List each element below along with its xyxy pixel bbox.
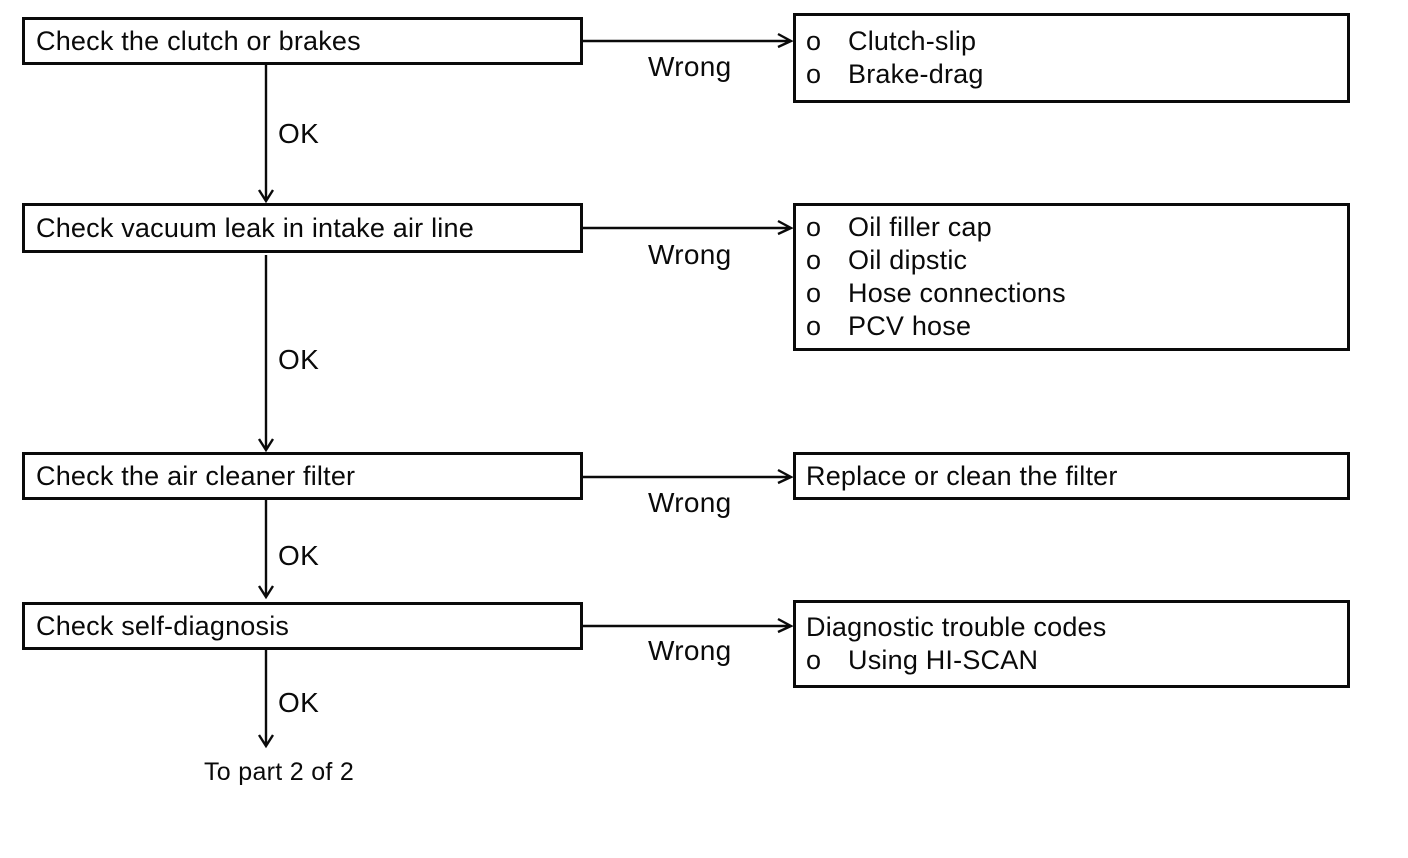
result-box-air-cleaner-filter: Replace or clean the filter bbox=[793, 452, 1350, 500]
result-item: o Clutch-slip bbox=[796, 25, 1347, 58]
ok-arrow-3 bbox=[257, 500, 275, 600]
result-item: Diagnostic trouble codes bbox=[796, 611, 1347, 644]
result-item-label: Using HI-SCAN bbox=[848, 645, 1039, 675]
wrong-label-4: Wrong bbox=[648, 635, 732, 666]
ok-arrow-4 bbox=[257, 650, 275, 749]
result-item: o Oil filler cap bbox=[796, 211, 1347, 244]
ok-label-3: OK bbox=[278, 540, 320, 571]
result-box-clutch-brakes: o Clutch-slip o Brake-drag bbox=[793, 13, 1350, 103]
ok-arrow-2 bbox=[257, 255, 275, 453]
wrong-arrow-4 bbox=[583, 617, 794, 634]
bullet-marker: o bbox=[806, 645, 822, 675]
result-item-label: Oil filler cap bbox=[848, 212, 992, 242]
wrong-label-2: Wrong bbox=[648, 239, 732, 270]
result-item-label: Brake-drag bbox=[848, 59, 984, 89]
result-item-label: Clutch-slip bbox=[848, 26, 977, 56]
ok-label-1: OK bbox=[278, 118, 320, 149]
ok-label-2: OK bbox=[278, 344, 320, 375]
bullet-marker: o bbox=[806, 59, 822, 89]
exit-label: To part 2 of 2 bbox=[204, 758, 355, 786]
wrong-arrow-3 bbox=[583, 468, 794, 485]
check-box-self-diagnosis: Check self-diagnosis bbox=[22, 602, 583, 650]
bullet-marker: o bbox=[806, 212, 822, 242]
result-item-label: Diagnostic trouble codes bbox=[806, 612, 1107, 642]
result-item-label: Hose connections bbox=[848, 278, 1066, 308]
bullet-marker: o bbox=[806, 311, 822, 341]
result-item-label: PCV hose bbox=[848, 311, 972, 341]
check-box-label: Check the air cleaner filter bbox=[36, 460, 356, 491]
wrong-arrow-2 bbox=[583, 219, 794, 236]
result-item: o Using HI-SCAN bbox=[796, 644, 1347, 677]
ok-label-4: OK bbox=[278, 687, 320, 718]
wrong-label-1: Wrong bbox=[648, 51, 732, 82]
result-box-self-diagnosis: Diagnostic trouble codes o Using HI-SCAN bbox=[793, 600, 1350, 688]
check-box-air-cleaner-filter: Check the air cleaner filter bbox=[22, 452, 583, 500]
result-item: o PCV hose bbox=[796, 310, 1347, 343]
check-box-clutch-brakes: Check the clutch or brakes bbox=[22, 17, 583, 65]
wrong-label-3: Wrong bbox=[648, 487, 732, 518]
result-item: o Brake-drag bbox=[796, 58, 1347, 91]
result-box-vacuum-leak: o Oil filler cap o Oil dipstic o Hose co… bbox=[793, 203, 1350, 351]
bullet-marker: o bbox=[806, 245, 822, 275]
bullet-marker: o bbox=[806, 26, 822, 56]
check-box-label: Check vacuum leak in intake air line bbox=[36, 212, 474, 243]
result-item: o Hose connections bbox=[796, 277, 1347, 310]
result-item-label: Oil dipstic bbox=[848, 245, 968, 275]
result-item: o Oil dipstic bbox=[796, 244, 1347, 277]
result-item: Replace or clean the filter bbox=[796, 460, 1347, 493]
bullet-marker: o bbox=[806, 278, 822, 308]
result-item-label: Replace or clean the filter bbox=[806, 460, 1118, 491]
wrong-arrow-1 bbox=[583, 32, 794, 49]
check-box-vacuum-leak: Check vacuum leak in intake air line bbox=[22, 203, 583, 253]
check-box-label: Check self-diagnosis bbox=[36, 610, 290, 641]
ok-arrow-1 bbox=[257, 65, 275, 204]
check-box-label: Check the clutch or brakes bbox=[36, 25, 361, 56]
